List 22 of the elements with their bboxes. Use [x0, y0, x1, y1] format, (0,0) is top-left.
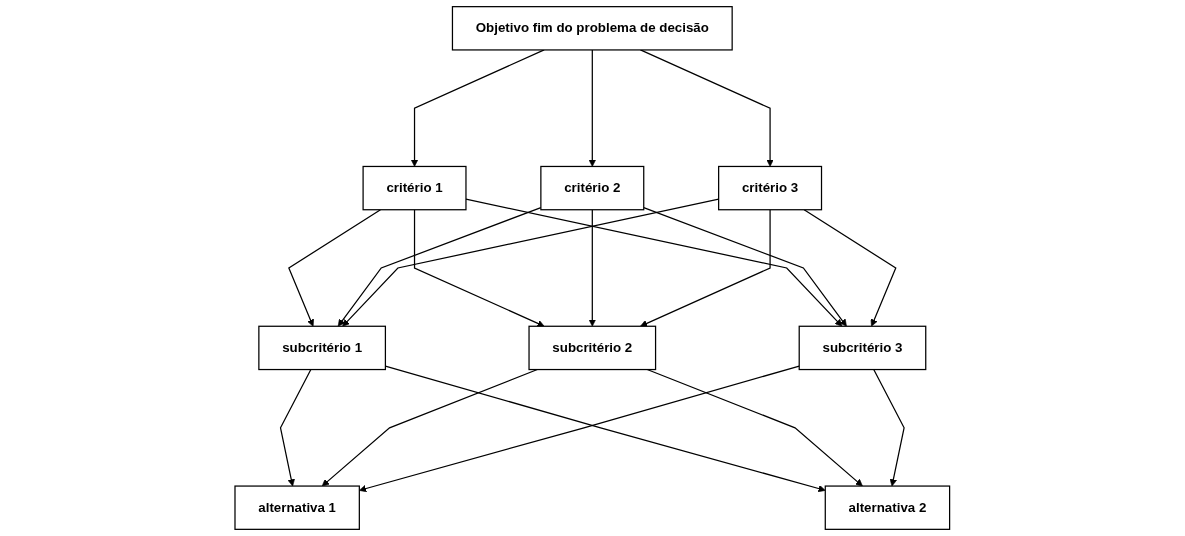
node-box: subcritério 3 [798, 325, 927, 371]
node-box: critério 1 [362, 165, 467, 211]
arrow [288, 209, 382, 327]
arrow [643, 206, 847, 327]
arrow [646, 368, 863, 487]
arrow [411, 49, 545, 167]
arrow [338, 206, 542, 327]
arrow [588, 209, 597, 327]
arrow [280, 368, 312, 487]
arrow [414, 209, 545, 327]
node-box: critério 3 [718, 165, 823, 211]
node-box: Objetivo fim do problema de decisão [452, 6, 733, 51]
arrow [873, 368, 905, 487]
node-box: alternativa 1 [234, 485, 361, 530]
arrow [803, 209, 897, 327]
node-box: critério 2 [540, 165, 645, 211]
arrow [640, 49, 774, 167]
node-box: subcritério 2 [528, 325, 657, 371]
arrow [588, 49, 597, 167]
node-box: alternativa 2 [824, 485, 951, 530]
arrow [640, 209, 771, 327]
node-box: subcritério 1 [258, 325, 387, 371]
